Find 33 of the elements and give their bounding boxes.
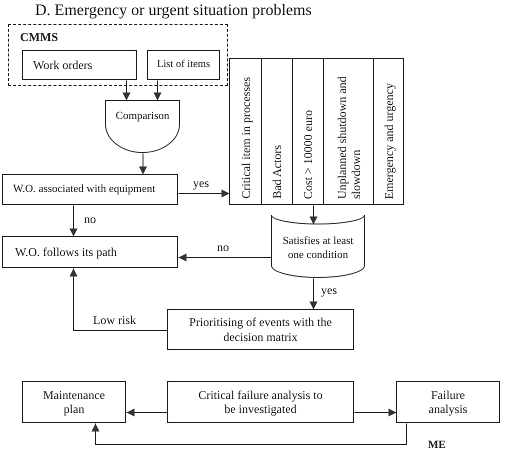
arrow [178, 190, 230, 198]
table-cell: Unplanned shutdown and slowdown [323, 59, 373, 204]
arrow [126, 408, 168, 416]
arrow [92, 423, 407, 445]
table-cell: Cost > 10000 euro [292, 59, 323, 204]
storage-shape: Satisfies at least one condition [271, 214, 365, 278]
edge-label: Low risk [92, 313, 137, 327]
dashed-group-box [8, 24, 228, 86]
arrow [178, 254, 272, 262]
process-box: List of items [147, 50, 220, 80]
arrow [122, 80, 130, 101]
arrow [139, 153, 147, 175]
arrow [70, 268, 168, 331]
arrow [310, 278, 318, 310]
table-cell-text: Critical item in processes [238, 76, 254, 201]
merge-shape: Comparison [105, 100, 180, 153]
section-heading: D. Emergency or urgent situation problems [35, 2, 312, 20]
arrow [310, 205, 318, 225]
process-box: Prioritising of events with the decision matrix [167, 309, 354, 350]
arrow [154, 80, 162, 101]
process-box: W.O. associated with equipment [2, 174, 178, 205]
note-label: ME [428, 439, 446, 452]
table-cell: Emergency and urgency [373, 59, 403, 204]
process-box: Maintenance plan [22, 381, 126, 423]
group-label: CMMS [20, 30, 58, 44]
process-box: Critical failure analysis to be investigated [167, 381, 354, 423]
process-box: W.O. follows its path [2, 236, 178, 268]
criteria-table [229, 58, 404, 205]
process-box: Work orders [22, 50, 137, 80]
arrow [354, 408, 397, 416]
process-box: Failure analysis [396, 381, 500, 423]
arrow [70, 205, 78, 237]
table-cell: Bad Actors [261, 59, 292, 204]
